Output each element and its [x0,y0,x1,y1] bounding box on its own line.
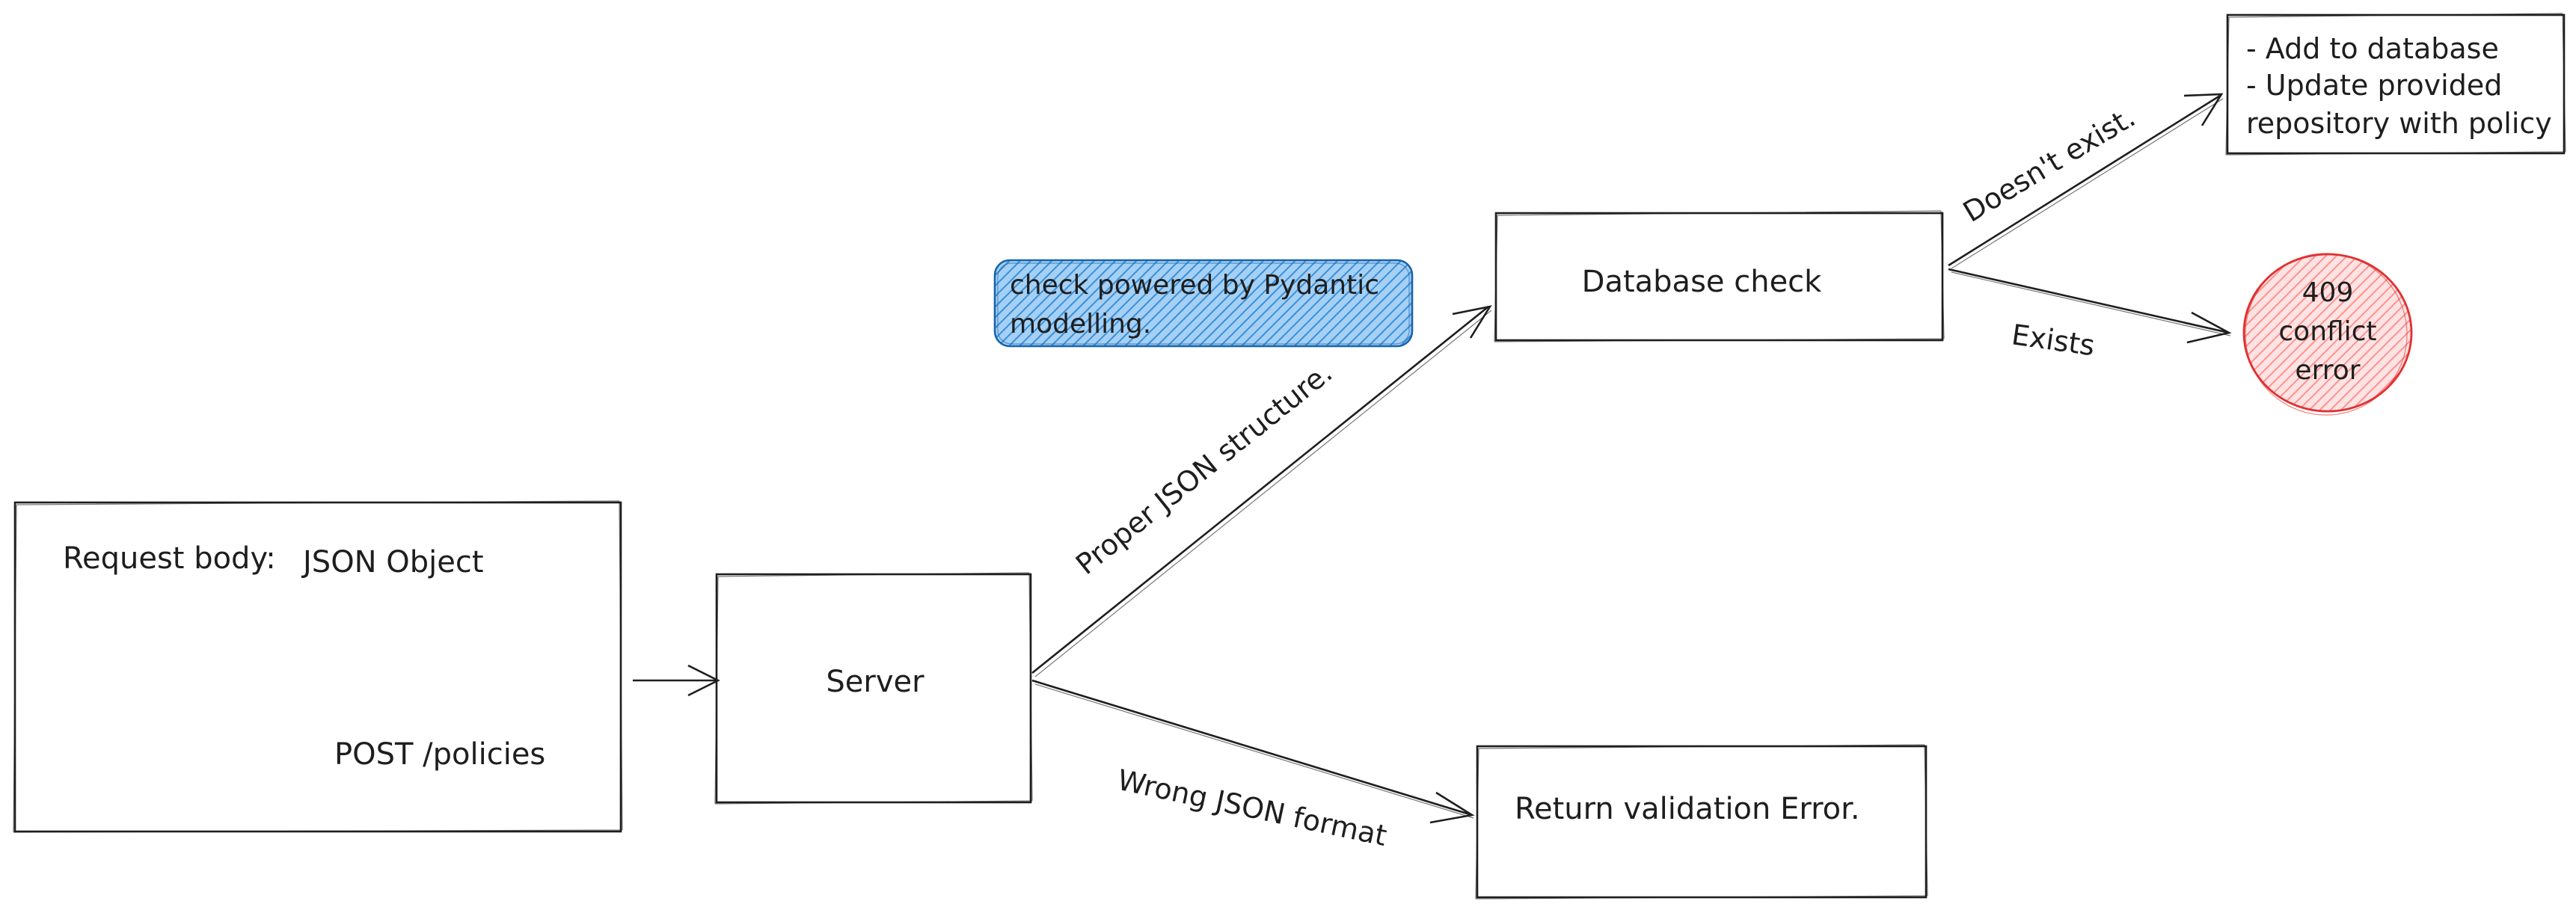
server-box[interactable]: Server [714,572,1033,805]
success-line-3: repository with policy [2246,107,2552,140]
arrow-request-to-server [633,664,720,697]
edge-label-exists: Exists [2010,318,2097,362]
validation-error-box[interactable]: Return validation Error. [1475,744,1928,900]
conflict-error-node[interactable]: 409 conflict error [2242,253,2413,416]
arrow-db-to-success [1948,93,2224,269]
pydantic-note: check powered by Pydantic modelling. [993,259,1414,348]
server-label: Server [826,665,924,699]
conflict-line-3: error [2295,355,2360,386]
database-check-label: Database check [1582,265,1823,299]
success-line-2: - Update provided [2246,69,2502,102]
arrow-server-to-validation [1031,679,1475,824]
arrow-db-to-conflict [1948,268,2232,344]
success-actions-box[interactable]: - Add to database - Update provided repo… [2225,13,2566,156]
request-body-box[interactable]: Request body: JSON Object POST /policies [13,500,623,833]
endpoint-label: POST /policies [334,737,545,772]
conflict-code: 409 [2302,277,2354,308]
database-check-box[interactable]: Database check [1494,210,1945,342]
edge-label-doesnt-exist: Doesn't exist. [1957,100,2141,228]
request-body-label: Request body: [63,541,276,576]
note-line-1: check powered by Pydantic [1010,270,1379,301]
success-line-1: - Add to database [2246,32,2499,65]
note-line-2: modelling. [1010,309,1151,339]
arrow-server-to-db [1031,305,1492,677]
request-body-type: JSON Object [301,545,484,579]
validation-error-label: Return validation Error. [1515,792,1860,826]
edge-label-proper-json: Proper JSON structure. [1070,356,1338,581]
conflict-line-2: conflict [2278,316,2376,347]
